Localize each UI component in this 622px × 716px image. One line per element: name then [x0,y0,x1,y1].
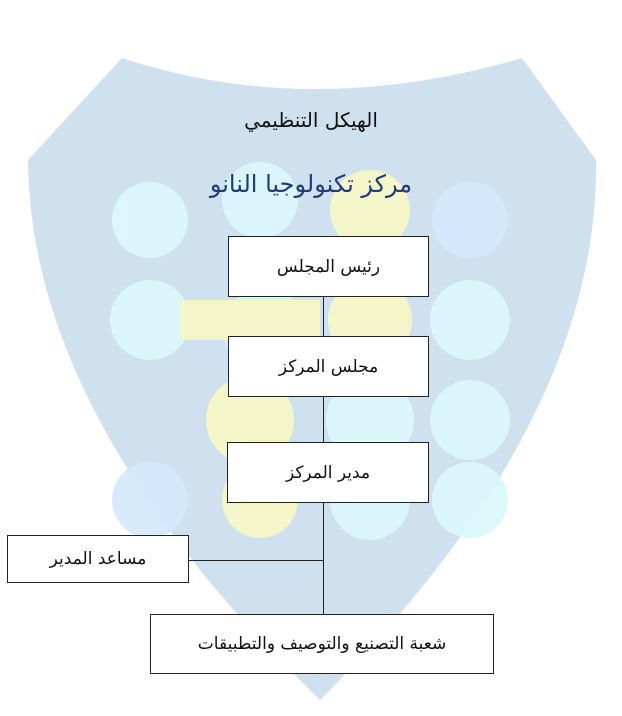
center-name: مركز تكنولوجيا النانو [209,170,413,198]
node-label: مساعد المدير [49,549,147,569]
node-assistant-director: مساعد المدير [7,535,189,583]
chart-title: الهيكل التنظيمي [244,108,378,132]
node-label: شعبة التصنيع والتوصيف والتطبيقات [197,634,447,654]
node-center-director: مدير المركز [227,442,429,503]
node-label: مجلس المركز [278,356,379,377]
connector-assistant [188,560,324,561]
node-center-council: مجلس المركز [228,336,429,397]
node-label: رئيس المجلس [276,256,381,277]
node-division: شعبة التصنيع والتوصيف والتطبيقات [150,614,494,674]
node-chairman: رئيس المجلس [228,236,429,297]
node-label: مدير المركز [285,462,371,483]
